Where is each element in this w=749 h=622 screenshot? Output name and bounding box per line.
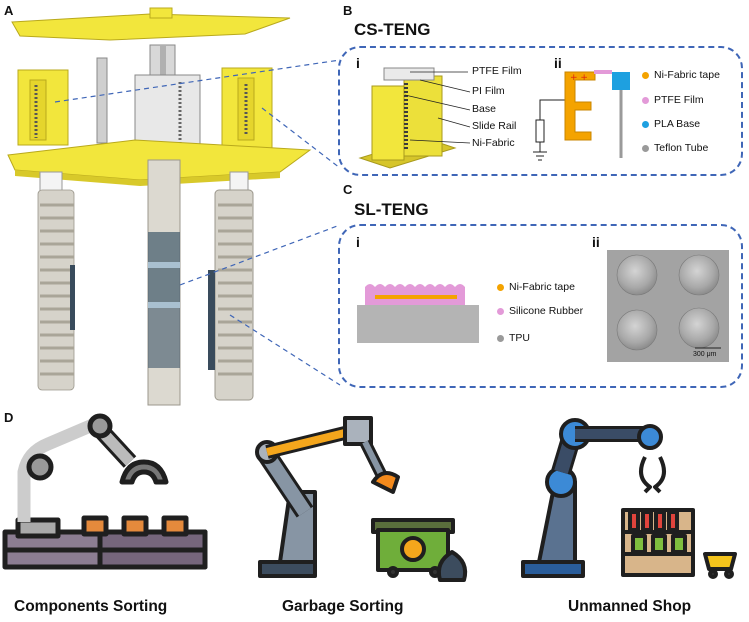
sl-teng-cross-section (357, 284, 479, 343)
cs-teng-sub-ii: ii (554, 55, 562, 71)
garbage-sorting-robot-icon (255, 416, 468, 582)
sl-teng-box (338, 224, 743, 388)
label-slide-rail: Slide Rail (472, 120, 517, 132)
cs-teng-leader-lines (404, 71, 471, 144)
panel-d-letter: D (4, 410, 14, 425)
label-base: Base (472, 103, 496, 115)
sl-teng-sub-ii: ii (592, 234, 600, 250)
unmanned-shop-robot-icon (521, 418, 737, 579)
label-pi-film: PI Film (472, 85, 505, 97)
caption-components-sorting: Components Sorting (14, 598, 168, 615)
svg-text:+ +: + + (570, 73, 588, 83)
legend-ni-fabric-tape: Ni-Fabric tape (642, 69, 720, 81)
panel-b-letter: B (343, 3, 353, 18)
cs-teng-box (338, 46, 743, 176)
panel-a-letter: A (4, 3, 14, 18)
caption-garbage-sorting: Garbage Sorting (282, 598, 404, 615)
connector-lines (54, 59, 341, 386)
label-ni-fabric: Ni-Fabric (472, 137, 515, 149)
legend-teflon-tube: Teflon Tube (642, 142, 708, 154)
cs-teng-3d-unit (358, 67, 457, 169)
panel-c-letter: C (343, 182, 353, 197)
panel-a-gripper-illustration (7, 7, 312, 406)
legend-sl-silicone-rubber: Silicone Rubber (497, 305, 583, 317)
label-ptfe-film: PTFE Film (472, 65, 522, 77)
cs-teng-sub-i: i (356, 55, 360, 71)
sl-teng-title: SL-TENG (354, 200, 429, 219)
sem-micrograph (607, 250, 729, 362)
legend-ptfe-film: PTFE Film (642, 94, 704, 106)
legend-pla-base: PLA Base (642, 118, 700, 130)
legend-sl-ni-fabric-tape: Ni-Fabric tape (497, 281, 575, 293)
cs-teng-title: CS-TENG (354, 20, 431, 39)
caption-unmanned-shop: Unmanned Shop (568, 598, 692, 615)
legend-sl-tpu: TPU (497, 332, 530, 344)
cs-teng-circuit-schematic: + + (533, 70, 630, 161)
sl-teng-sub-i: i (356, 234, 360, 250)
components-sorting-robot-icon (2, 413, 208, 570)
sem-scale-bar-label: 300 μm (693, 351, 717, 358)
